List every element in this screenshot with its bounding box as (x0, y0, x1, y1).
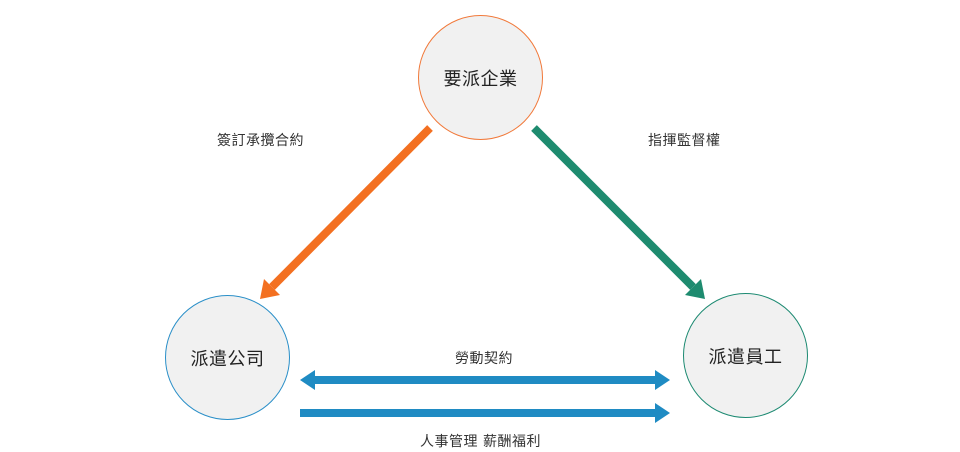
blue-single-arrowhead (655, 403, 670, 423)
blue-double-arrow-left-head (300, 370, 315, 390)
blue-double-arrow-shaft (314, 376, 656, 384)
orange-arrowhead (260, 279, 280, 299)
node-client-company-label: 要派企業 (443, 68, 518, 90)
blue-single-arrow-shaft (300, 409, 656, 417)
orange-arrow-shaft (269, 125, 433, 290)
node-client-company: 要派企業 (418, 15, 543, 140)
node-dispatch-company: 派遣公司 (165, 295, 290, 420)
green-arrowhead (685, 279, 705, 299)
hr-welfare-label: 人事管理 薪酬福利 (420, 434, 541, 450)
labor-contract-label: 勞動契約 (455, 351, 513, 367)
blue-double-arrow-right-head (655, 370, 670, 390)
green-arrow-shaft (531, 125, 696, 290)
supervision-label: 指揮監督權 (648, 133, 721, 149)
contract-label: 簽訂承攬合約 (217, 133, 304, 149)
node-dispatched-employee-label: 派遣員工 (708, 346, 783, 368)
node-dispatch-company-label: 派遣公司 (190, 348, 265, 370)
node-dispatched-employee: 派遣員工 (683, 293, 808, 418)
